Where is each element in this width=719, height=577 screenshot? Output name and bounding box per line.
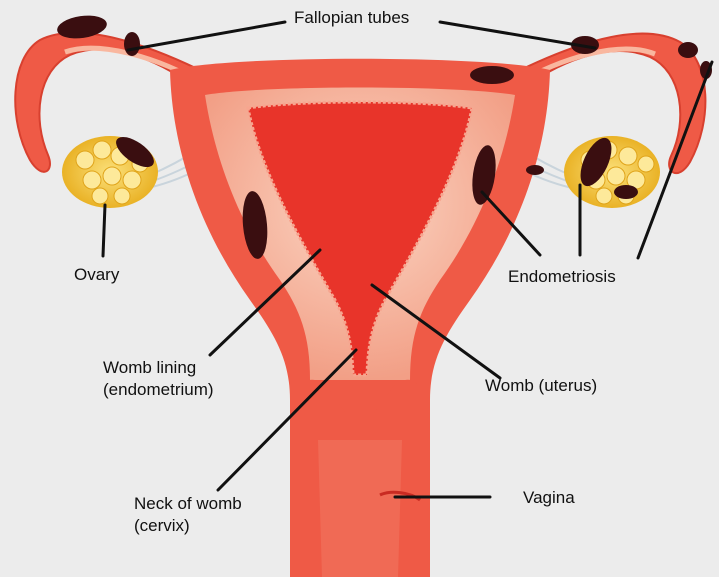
label-womb-lining-line1: Womb lining [103,357,214,379]
endometriosis-lesion-icon [470,66,514,84]
label-womb-lining-line2: (endometrium) [103,379,214,401]
endometriosis-lesion-icon [526,165,544,175]
label-neck-line2: (cervix) [134,515,242,537]
endometriosis-lesion-icon [614,185,638,199]
label-ovary: Ovary [74,264,119,286]
ovary-right [564,136,660,208]
label-fallopian-tubes: Fallopian tubes [294,7,409,29]
label-neck-of-womb: Neck of womb (cervix) [134,493,242,537]
label-neck-line1: Neck of womb [134,493,242,515]
label-vagina: Vagina [523,487,575,509]
label-endometriosis: Endometriosis [508,266,616,288]
endometriosis-lesion-icon [678,42,698,58]
pointer-fallopian-left [128,22,285,50]
label-womb-lining: Womb lining (endometrium) [103,357,214,401]
pointer-ovary [103,205,105,256]
endometriosis-lesion-icon [124,32,140,56]
pointer-fallopian-right [440,22,595,48]
label-womb: Womb (uterus) [485,375,597,397]
